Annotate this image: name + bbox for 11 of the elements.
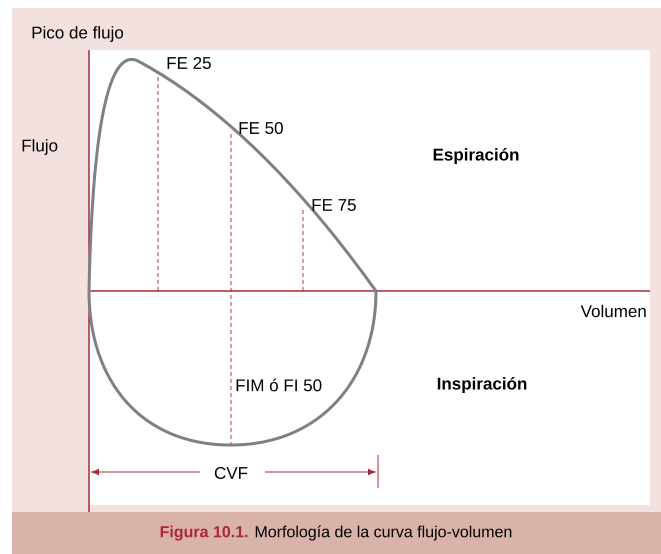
caption-band: Figura 10.1. Morfología de la curva flujo-volumen [12,512,661,554]
axis-label: Espiración [434,148,518,164]
axis-label: FE 75 [312,199,356,211]
axis-label: CVF [214,466,248,480]
axis-label: Pico de flujo [32,26,124,42]
axis-label: Flujo [22,139,58,155]
axis-label: FE 25 [168,56,211,70]
axis-label: FE 50 [240,122,283,134]
axis-label: FIM ó FI 50 [236,378,322,392]
axis-label: Volumen [580,304,646,318]
axis-label: Inspiración [438,377,526,393]
